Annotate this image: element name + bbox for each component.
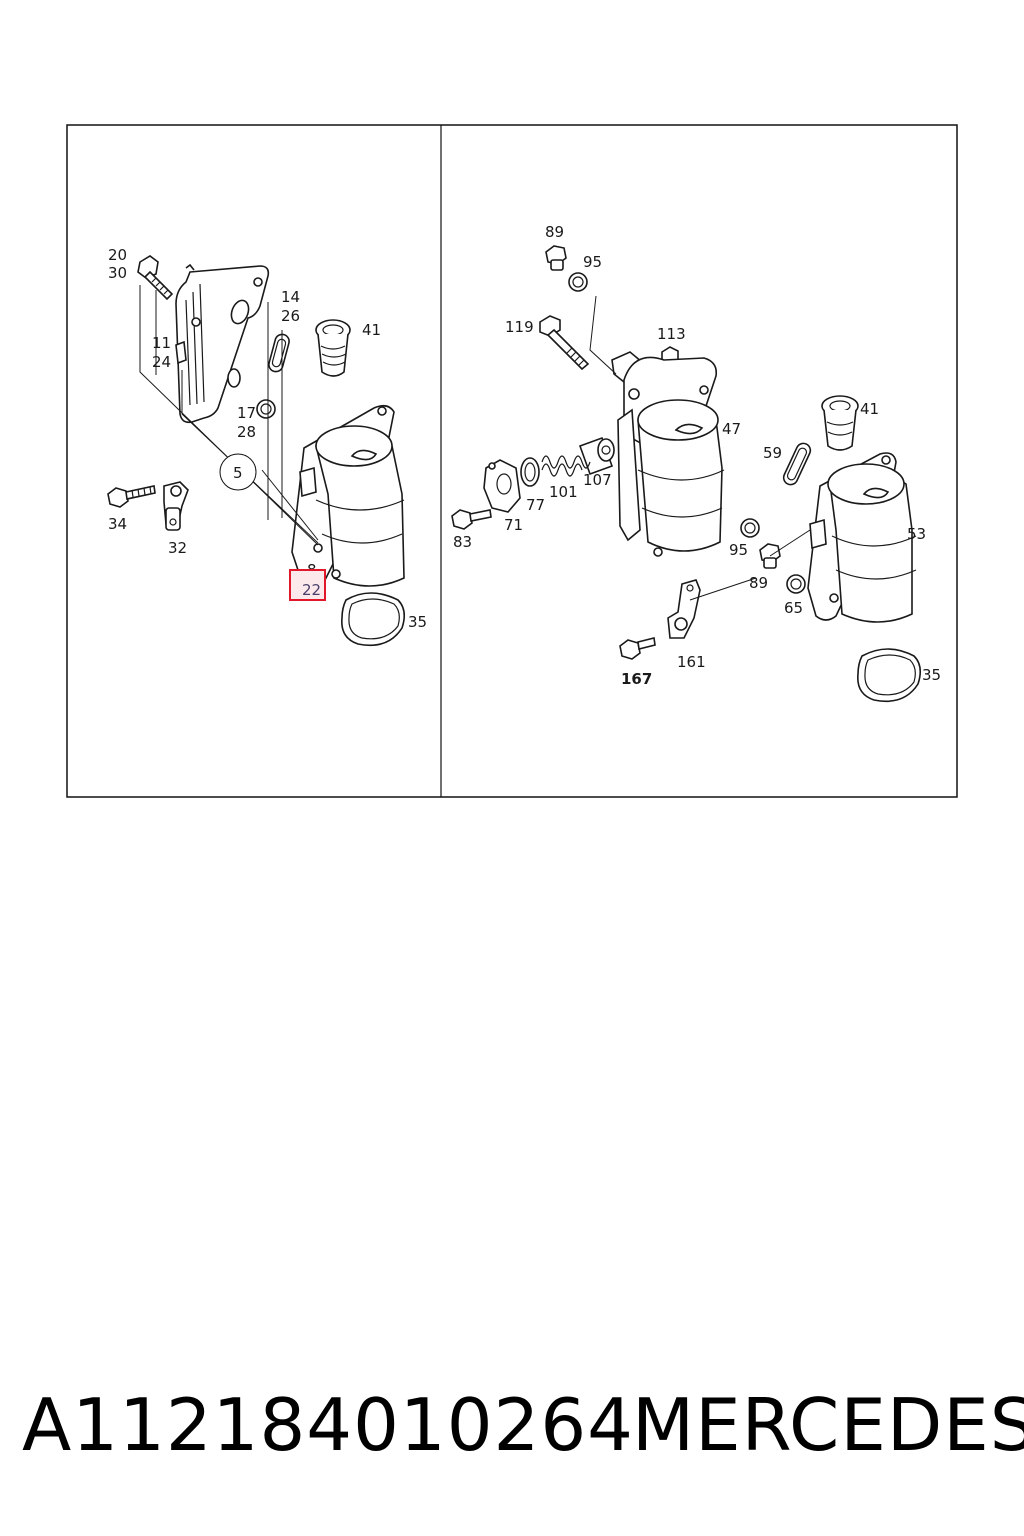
callout-107: 107 [583, 471, 612, 489]
plug-screw-icon [759, 543, 781, 569]
callout-113: 113 [657, 325, 686, 343]
callout-28: 28 [237, 423, 256, 441]
callout-35: 35 [922, 666, 941, 684]
oval-seal-icon [782, 442, 812, 486]
callout-71: 71 [504, 516, 523, 534]
valve-icon [578, 436, 615, 476]
cover-plate-icon [483, 459, 521, 513]
connector-icon [821, 395, 859, 451]
oil-cooler-icon [175, 263, 270, 424]
o-ring-icon [740, 518, 760, 538]
callout-89: 89 [545, 223, 564, 241]
callout-24: 24 [152, 353, 171, 371]
parts-diagram: 5 20 30 11 24 14 26 41 17 28 34 32 8 22 … [66, 124, 958, 798]
callout-22[interactable]: 22 [302, 581, 321, 599]
callout-161: 161 [677, 653, 706, 671]
callout-59: 59 [763, 444, 782, 462]
callout-83: 83 [453, 533, 472, 551]
bolt-icon [539, 315, 590, 371]
plug-screw-icon [545, 245, 567, 271]
callout-101: 101 [549, 483, 578, 501]
callout-35: 35 [408, 613, 427, 631]
bolt-icon [137, 255, 174, 301]
callout-17: 17 [237, 404, 256, 422]
o-ring-icon [256, 399, 276, 419]
sensor-icon [163, 481, 189, 531]
bolt-icon [107, 485, 156, 508]
footer: A112184010264 MERCEDES [0, 1370, 1024, 1480]
callout-32: 32 [168, 539, 187, 557]
left-panel: 5 20 30 11 24 14 26 41 17 28 34 32 8 22 … [107, 246, 427, 647]
callout-14: 14 [281, 288, 300, 306]
callout-11: 11 [152, 334, 171, 352]
callout-circle-5 [219, 453, 257, 491]
oil-filter-housing-icon [291, 404, 405, 588]
callout-5: 5 [233, 464, 243, 482]
callout-41: 41 [362, 321, 381, 339]
bracket-icon [667, 579, 701, 639]
bolt-icon [451, 509, 492, 530]
oil-filter-housing-icon [807, 452, 917, 623]
callout-53: 53 [907, 525, 926, 543]
callout-20: 20 [108, 246, 127, 264]
callout-89-lower: 89 [749, 574, 768, 592]
right-panel: 89 95 119 113 47 41 59 107 101 77 71 83 … [451, 223, 941, 703]
gasket-ring-icon [341, 592, 406, 647]
callout-26: 26 [281, 307, 300, 325]
callout-95: 95 [583, 253, 602, 271]
callout-47: 47 [722, 420, 741, 438]
oval-seal-icon [268, 333, 290, 373]
o-ring-icon [786, 574, 806, 594]
o-ring-icon [568, 272, 588, 292]
diagram-frame [66, 124, 958, 798]
part-number: A112184010264 [22, 1383, 634, 1467]
callout-34: 34 [108, 515, 127, 533]
callout-65: 65 [784, 599, 803, 617]
callout-41: 41 [860, 400, 879, 418]
callout-119: 119 [505, 318, 534, 336]
filter-housing-assembly-icon [611, 351, 725, 557]
callout-167: 167 [621, 670, 652, 688]
brand-name: MERCEDES [632, 1383, 1024, 1467]
gasket-ring-icon [857, 648, 922, 703]
callout-30: 30 [108, 264, 127, 282]
callout-77: 77 [526, 496, 545, 514]
callout-95-lower: 95 [729, 541, 748, 559]
bolt-icon [619, 637, 656, 660]
highlight-box[interactable] [289, 569, 326, 601]
o-ring-icon [520, 457, 540, 487]
connector-icon [315, 319, 351, 377]
spring-icon [541, 455, 591, 477]
